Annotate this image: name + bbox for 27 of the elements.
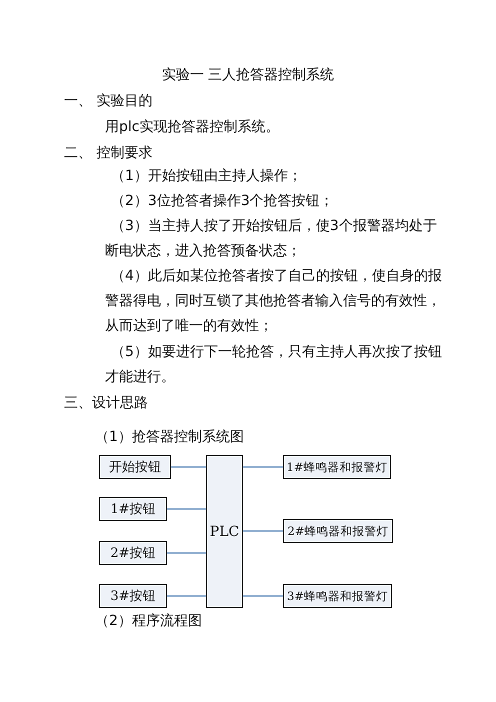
list-item: （3）当主持人按了开始按钮后，使3个报警器均处于断电状态，进入抢答预备状态； [105,217,438,261]
component-box: 开始按钮 [99,455,171,479]
connector-line [243,595,283,597]
component-box: 3#蜂鸣器和报警灯 [283,584,392,608]
list-item: （5）如要进行下一轮抢答，只有主持人再次按了按钮才能进行。 [105,343,443,387]
paragraph: 用plc实现抢答器控制系统。 [105,118,280,137]
connector-line [243,530,283,532]
connector-line [167,595,206,597]
component-box: 2#蜂鸣器和报警灯 [283,519,393,543]
heading: 三、设计思路 [64,394,148,413]
subheading: （2）程序流程图 [95,612,202,631]
component-box: 3#按钮 [99,584,167,608]
controller-box: PLC [206,455,243,608]
connector-line [167,508,206,510]
component-box: 1#蜂鸣器和报警灯 [283,455,391,479]
connector-line [171,466,206,468]
heading: 一、 实验目的 [64,92,152,111]
component-box: 1#按钮 [99,497,167,521]
title: 实验一 三人抢答器控制系统 [160,66,336,85]
connector-line [243,466,283,468]
list-item: （4）此后如某位抢答者按了自己的按钮，使自身的报警器得电，同时互锁了其他抢答者输入信号的有效性，从而达到了唯一的有效性； [105,267,443,336]
subheading: （1）抢答器控制系统图 [95,428,244,447]
heading: 二、 控制要求 [64,144,152,163]
connector-line [167,552,206,554]
list-item: （1）开始按钮由主持人操作； [110,167,303,186]
component-box: 2#按钮 [99,541,167,565]
list-item: （2）3位抢答者操作3个抢答按钮； [110,192,335,211]
